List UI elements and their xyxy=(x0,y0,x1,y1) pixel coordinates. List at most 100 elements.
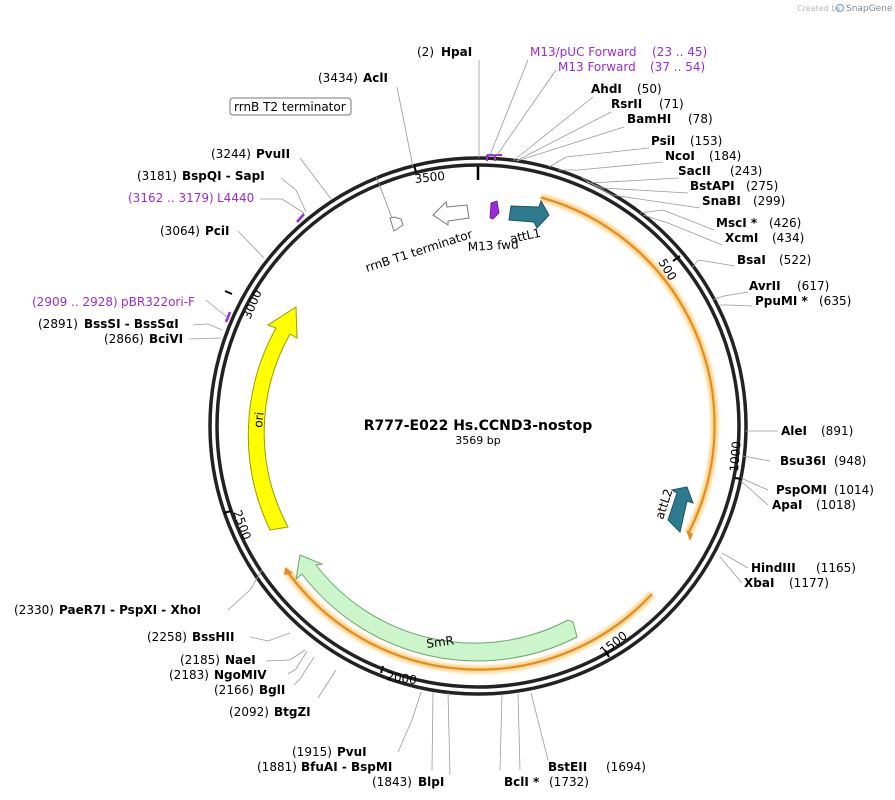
orange-arc-1 xyxy=(540,196,716,533)
orange-arc-2-head-icon xyxy=(284,567,293,575)
attl1-label: attL1 xyxy=(509,226,542,246)
site-name-apai: ApaI xyxy=(772,498,802,512)
site-pos-paer7i: (2330) xyxy=(14,603,54,617)
smr-label: SmR xyxy=(425,633,454,651)
site-name-psii: PsiI xyxy=(651,134,675,148)
site-name-rsrii: RsrII xyxy=(611,97,642,111)
site-pos-ppumi: (635) xyxy=(819,294,851,308)
site-pos-apai: (1018) xyxy=(816,498,856,512)
site-pos-bamhi: (78) xyxy=(688,112,713,126)
primer-pos-m13-puc-forward: (23 .. 45) xyxy=(652,45,707,59)
tick-1000: 1000 xyxy=(727,441,744,473)
site-pos-bsu36i: (948) xyxy=(834,454,866,468)
site-name-ngomiv: NgoMIV xyxy=(214,668,267,682)
pbr322ori-f-tick xyxy=(224,311,232,323)
scale-ticks xyxy=(223,164,743,674)
primer-name-m13-forward: M13 Forward xyxy=(558,60,636,74)
site-name-bcli: BclI * xyxy=(504,775,540,789)
primer-pos-l4440: (3162 .. 3179) xyxy=(128,191,214,205)
site-name-acli: AclI xyxy=(363,71,388,85)
site-pos-bsshii: (2258) xyxy=(147,630,187,644)
site-pos-bcivi: (2866) xyxy=(104,332,144,346)
site-name-bfuai-bspmi: BfuAI - BspMI xyxy=(301,760,392,774)
plasmid-title: R777-E022 Hs.CCND3-nostop xyxy=(364,418,593,434)
site-name-bsshii: BssHII xyxy=(192,630,234,644)
site-pos-bsai: (522) xyxy=(779,253,811,267)
site-pos-bstapi: (275) xyxy=(746,179,778,193)
site-pos-blpi: (1843) xyxy=(372,775,412,789)
site-name-pvuii: PvuII xyxy=(256,147,290,161)
site-name-bsu36i: Bsu36I xyxy=(780,454,826,468)
rrnb-t1-label: rrnB T1 terminator xyxy=(364,227,475,275)
site-pos-sacii: (243) xyxy=(730,164,762,178)
ori-arrow xyxy=(247,306,298,531)
backbone-inner-ring xyxy=(215,163,741,689)
rrnb-t1-terminator-arrow xyxy=(432,200,470,226)
m13-fwd-label: M13 fwd xyxy=(467,237,519,254)
site-name-pvui: PvuI xyxy=(337,745,367,759)
site-name-hpai: HpaI xyxy=(441,45,472,59)
site-pos-avrii: (617) xyxy=(797,279,829,293)
site-name-xcmi: XcmI xyxy=(725,231,758,245)
site-pos-bsssi: (2891) xyxy=(38,317,78,331)
primer-name-m13-puc-forward: M13/pUC Forward xyxy=(530,45,637,59)
site-labels: (2) HpaI M13/pUC Forward (23 .. 45) M13 … xyxy=(14,45,874,789)
orange-arc-halo-1 xyxy=(540,194,719,534)
site-pos-ncoi: (184) xyxy=(709,149,741,163)
l4440-tick xyxy=(296,213,305,223)
site-name-avrii: AvrII xyxy=(749,279,781,293)
rrnb-t2-terminator-arrow xyxy=(389,216,404,232)
site-pos-hindiii: (1165) xyxy=(816,561,856,575)
site-name-naei: NaeI xyxy=(225,653,256,667)
primer-name-pbr322ori-f: pBR322ori-F xyxy=(121,295,195,309)
primer-pos-pbr322ori-f: (2909 .. 2928) xyxy=(32,295,118,309)
site-pos-bgli: (2166) xyxy=(214,683,254,697)
site-name-ahdi: AhdI xyxy=(591,82,622,96)
orange-arc-1-head-icon xyxy=(686,530,693,541)
orange-arc-2 xyxy=(286,570,653,671)
tick-3500: 3500 xyxy=(414,169,446,186)
site-name-snabi: SnaBI xyxy=(702,194,741,208)
site-leader-lines xyxy=(188,59,778,776)
site-name-bsai: BsaI xyxy=(737,253,766,267)
primer-pos-m13-forward: (37 .. 54) xyxy=(650,60,705,74)
site-name-ppumi: PpuMI * xyxy=(755,294,809,308)
m13-fwd-arrow xyxy=(489,200,500,220)
site-name-bstapi: BstAPI xyxy=(690,179,735,193)
site-name-msci: MscI * xyxy=(716,216,758,230)
site-pos-pspomi: (1014) xyxy=(834,483,874,497)
site-name-bcivi: BciVI xyxy=(149,332,183,346)
site-name-blpi: BlpI xyxy=(418,775,444,789)
site-pos-pvui: (1915) xyxy=(292,745,332,759)
site-name-bspqi-sapi: BspQI - SapI xyxy=(182,169,265,183)
backbone-outer-ring xyxy=(208,156,748,696)
site-name-xbai: XbaI xyxy=(744,576,774,590)
site-pos-acli: (3434) xyxy=(318,71,358,85)
tick-2000: 2000 xyxy=(386,669,418,687)
site-pos-naei: (2185) xyxy=(180,653,220,667)
site-name-pspomi: PspOMI xyxy=(776,483,827,497)
site-name-bsssi-bsssai: BssSI - BssSαI xyxy=(84,317,179,331)
site-name-paer7i-pspxi-xhoi: PaeR7I - PspXI - XhoI xyxy=(59,603,201,617)
site-pos-ngomiv: (2183) xyxy=(169,668,209,682)
site-name-alei: AleI xyxy=(781,424,807,438)
smr-arrow xyxy=(295,554,578,662)
site-pos-rsrii: (71) xyxy=(659,97,684,111)
snapgene-logo-icon xyxy=(835,3,845,13)
site-name-pcii: PciI xyxy=(205,224,230,238)
site-pos-alei: (891) xyxy=(821,424,853,438)
site-pos-psii: (153) xyxy=(690,134,722,148)
site-name-bamhi: BamHI xyxy=(627,112,671,126)
site-pos-ahdi: (50) xyxy=(637,82,662,96)
rrnb-t2-label-box xyxy=(229,97,352,116)
site-pos-bspqi: (3181) xyxy=(137,169,177,183)
site-pos-xbai: (1177) xyxy=(789,576,829,590)
site-pos-bfuai: (1881) xyxy=(257,760,297,774)
rrnb-t2-leader xyxy=(375,175,393,219)
site-pos-bcli: (1732) xyxy=(549,775,589,789)
attl2-arrow xyxy=(667,486,694,533)
attl1-arrow xyxy=(508,199,550,229)
site-pos-btgzi: (2092) xyxy=(229,705,269,719)
site-pos-hpai: (2) xyxy=(417,45,434,59)
